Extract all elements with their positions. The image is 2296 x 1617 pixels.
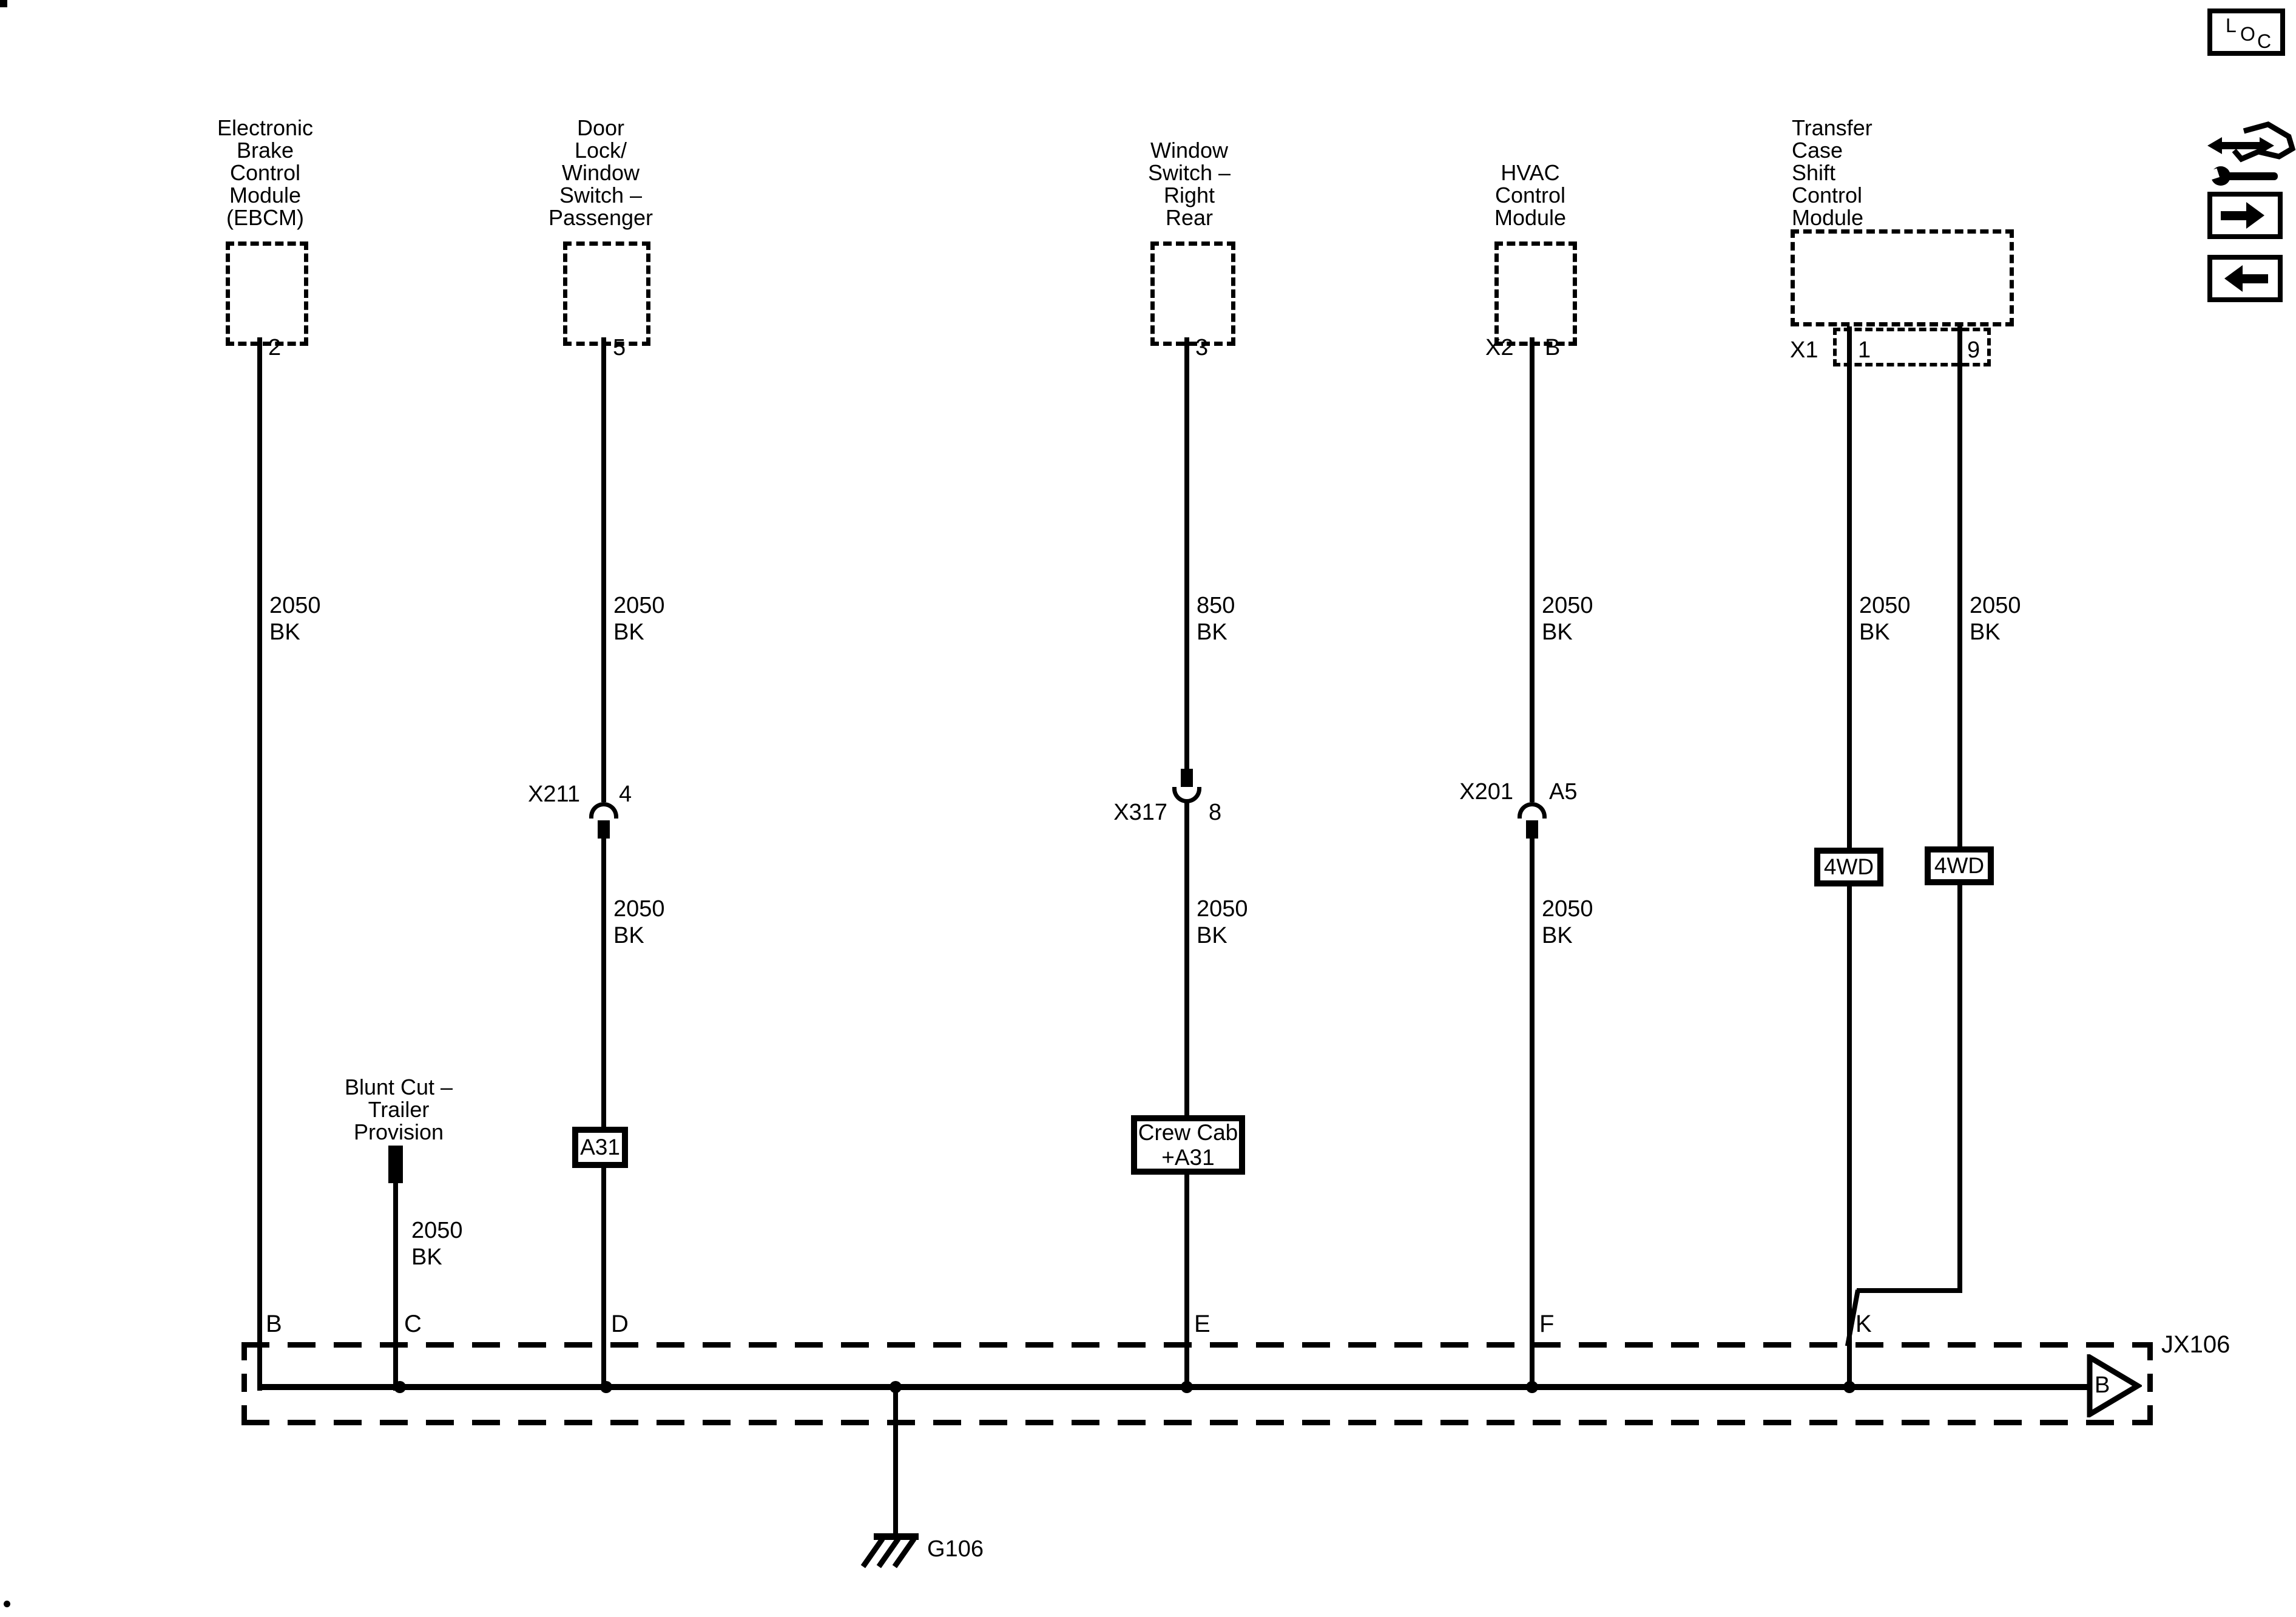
bus-terminal-f: F bbox=[1539, 1311, 1555, 1337]
transfer-wire-right-lower bbox=[1957, 885, 1962, 1293]
bus-terminal-e: E bbox=[1194, 1311, 1210, 1337]
bus-junction-dot-k bbox=[1843, 1381, 1855, 1393]
transfer-wire-label-left: 2050 BK bbox=[1859, 593, 1911, 645]
ground-label-g106: G106 bbox=[927, 1536, 984, 1562]
hvac-wire-upper bbox=[1530, 337, 1535, 802]
bus-box-top-dashed-line bbox=[241, 1342, 2153, 1348]
bus-terminal-d: D bbox=[611, 1311, 629, 1337]
transfer-wire-right-jog bbox=[1857, 1288, 1962, 1293]
ebcm-box bbox=[226, 241, 308, 346]
door-switch-wire-upper bbox=[601, 337, 606, 802]
transfer-case-label: Transfer Case Shift Control Module bbox=[1792, 115, 1872, 230]
bus-junction-dot-ground bbox=[890, 1381, 902, 1393]
wrench-glyph bbox=[2206, 166, 2278, 186]
bus-box-left-dashed-edge bbox=[241, 1342, 247, 1425]
splice-x211-pin: 4 bbox=[619, 781, 632, 807]
ebcm-ground-wire bbox=[257, 337, 262, 1391]
transfer-case-pin-9: 9 bbox=[1967, 337, 1980, 363]
option-tag-4wd-left: 4WD bbox=[1814, 848, 1883, 886]
page-dot-mark bbox=[4, 1601, 10, 1607]
window-switch-pin-3: 3 bbox=[1195, 335, 1209, 360]
splice-x201-terminal bbox=[1526, 820, 1538, 839]
ebcm-pin-2: 2 bbox=[268, 335, 282, 360]
hvac-wire-label-lower: 2050 BK bbox=[1542, 896, 1593, 948]
bus-terminal-c: C bbox=[404, 1311, 422, 1337]
transfer-case-box bbox=[1791, 229, 2014, 326]
page-corner-mark bbox=[0, 0, 7, 7]
blunt-cut-cap bbox=[388, 1146, 403, 1183]
bus-continuation-arrow-icon bbox=[2087, 1354, 2142, 1417]
hvac-label: HVAC Control Module bbox=[1494, 160, 1567, 230]
ground-bus-line bbox=[257, 1384, 2092, 1390]
forward-arrow-icon[interactable] bbox=[2207, 192, 2283, 239]
bus-terminal-b: B bbox=[266, 1311, 282, 1337]
splice-x317-pin: 8 bbox=[1209, 800, 1222, 825]
option-box-a31: A31 bbox=[572, 1127, 628, 1168]
splice-x201-pin: A5 bbox=[1549, 779, 1578, 805]
transfer-case-pin-1: 1 bbox=[1858, 337, 1871, 363]
door-switch-box bbox=[563, 241, 650, 346]
ebcm-wire-label: 2050 BK bbox=[269, 593, 321, 645]
splice-x211-terminal bbox=[598, 820, 610, 839]
hvac-box bbox=[1494, 241, 1577, 346]
forward-arrow-head bbox=[2246, 202, 2264, 229]
bus-terminal-k: K bbox=[1855, 1311, 1872, 1337]
hvac-connector-x2: X2 bbox=[1485, 335, 1514, 360]
transfer-wire-left-lower bbox=[1847, 886, 1852, 1391]
door-switch-wire-label-lower: 2050 BK bbox=[613, 896, 665, 948]
window-switch-wire-label-lower: 2050 BK bbox=[1197, 896, 1248, 948]
hvac-wire-lower bbox=[1530, 839, 1535, 1391]
transfer-wire-left-upper bbox=[1847, 326, 1852, 848]
option-box-crew-cab: Crew Cab +A31 bbox=[1131, 1115, 1245, 1175]
back-arrow-shaft bbox=[2241, 274, 2268, 283]
door-switch-pin-5: 5 bbox=[613, 335, 626, 360]
loc-letter-l: L bbox=[2226, 15, 2237, 36]
hvac-wire-label-upper: 2050 BK bbox=[1542, 593, 1593, 645]
bus-junction-dot-e bbox=[1181, 1381, 1193, 1393]
window-switch-label: Window Switch – Right Rear bbox=[1147, 138, 1231, 230]
bus-box-right-dashed-edge bbox=[2147, 1342, 2153, 1425]
hvac-pin-b: B bbox=[1545, 335, 1561, 360]
transfer-case-connector-box bbox=[1833, 328, 1991, 366]
window-switch-box bbox=[1150, 241, 1235, 346]
transfer-wire-label-right: 2050 BK bbox=[1970, 593, 2021, 645]
door-switch-label: Door Lock/ Window Switch – Passenger bbox=[548, 115, 653, 230]
ebcm-label: Electronic Brake Control Module (EBCM) bbox=[217, 115, 314, 230]
loc-icon[interactable]: L O C bbox=[2207, 8, 2285, 56]
door-switch-wire-bottom bbox=[601, 1168, 606, 1391]
splice-x211-label: X211 bbox=[528, 781, 580, 807]
door-switch-wire-lower bbox=[601, 839, 606, 1127]
loc-letter-o: O bbox=[2240, 23, 2255, 45]
window-switch-wire-label-upper: 850 BK bbox=[1197, 593, 1235, 645]
splice-x211-connector-icon bbox=[589, 802, 618, 819]
bus-label-jx106: JX106 bbox=[2161, 1331, 2230, 1358]
window-switch-wire-upper bbox=[1184, 337, 1189, 769]
option-tag-4wd-right: 4WD bbox=[1925, 846, 1994, 885]
bus-junction-dot-c bbox=[394, 1381, 406, 1393]
splice-x201-label: X201 bbox=[1459, 779, 1513, 805]
bus-junction-dot-d bbox=[600, 1381, 612, 1393]
bus-box-bottom-dashed-line bbox=[241, 1420, 2153, 1425]
loc-letter-c: C bbox=[2257, 30, 2272, 52]
diagnostic-wrench-arrow-icon[interactable] bbox=[2205, 121, 2296, 187]
transfer-case-connector-x1: X1 bbox=[1790, 337, 1818, 363]
bus-arrow-terminal-b: B bbox=[2095, 1372, 2110, 1398]
bus-junction-dot-f bbox=[1526, 1381, 1538, 1393]
window-switch-wire-bottom bbox=[1184, 1175, 1189, 1391]
blunt-cut-label: Blunt Cut – Trailer Provision bbox=[344, 1075, 453, 1144]
window-switch-wire-lower bbox=[1184, 801, 1189, 1115]
blunt-cut-wire-label: 2050 BK bbox=[411, 1218, 463, 1270]
ground-symbol-bar bbox=[874, 1533, 919, 1540]
back-arrow-head bbox=[2224, 265, 2243, 292]
door-switch-wire-label-upper: 2050 BK bbox=[613, 593, 665, 645]
splice-x201-connector-icon bbox=[1518, 802, 1547, 819]
back-arrow-icon[interactable] bbox=[2207, 255, 2283, 302]
transfer-wire-right-upper bbox=[1957, 326, 1962, 846]
forward-arrow-shaft bbox=[2221, 211, 2247, 220]
splice-x317-label: X317 bbox=[1113, 800, 1167, 825]
blunt-cut-wire bbox=[393, 1182, 398, 1391]
ground-stub-wire bbox=[893, 1390, 898, 1536]
splice-x317-terminal bbox=[1181, 769, 1193, 787]
